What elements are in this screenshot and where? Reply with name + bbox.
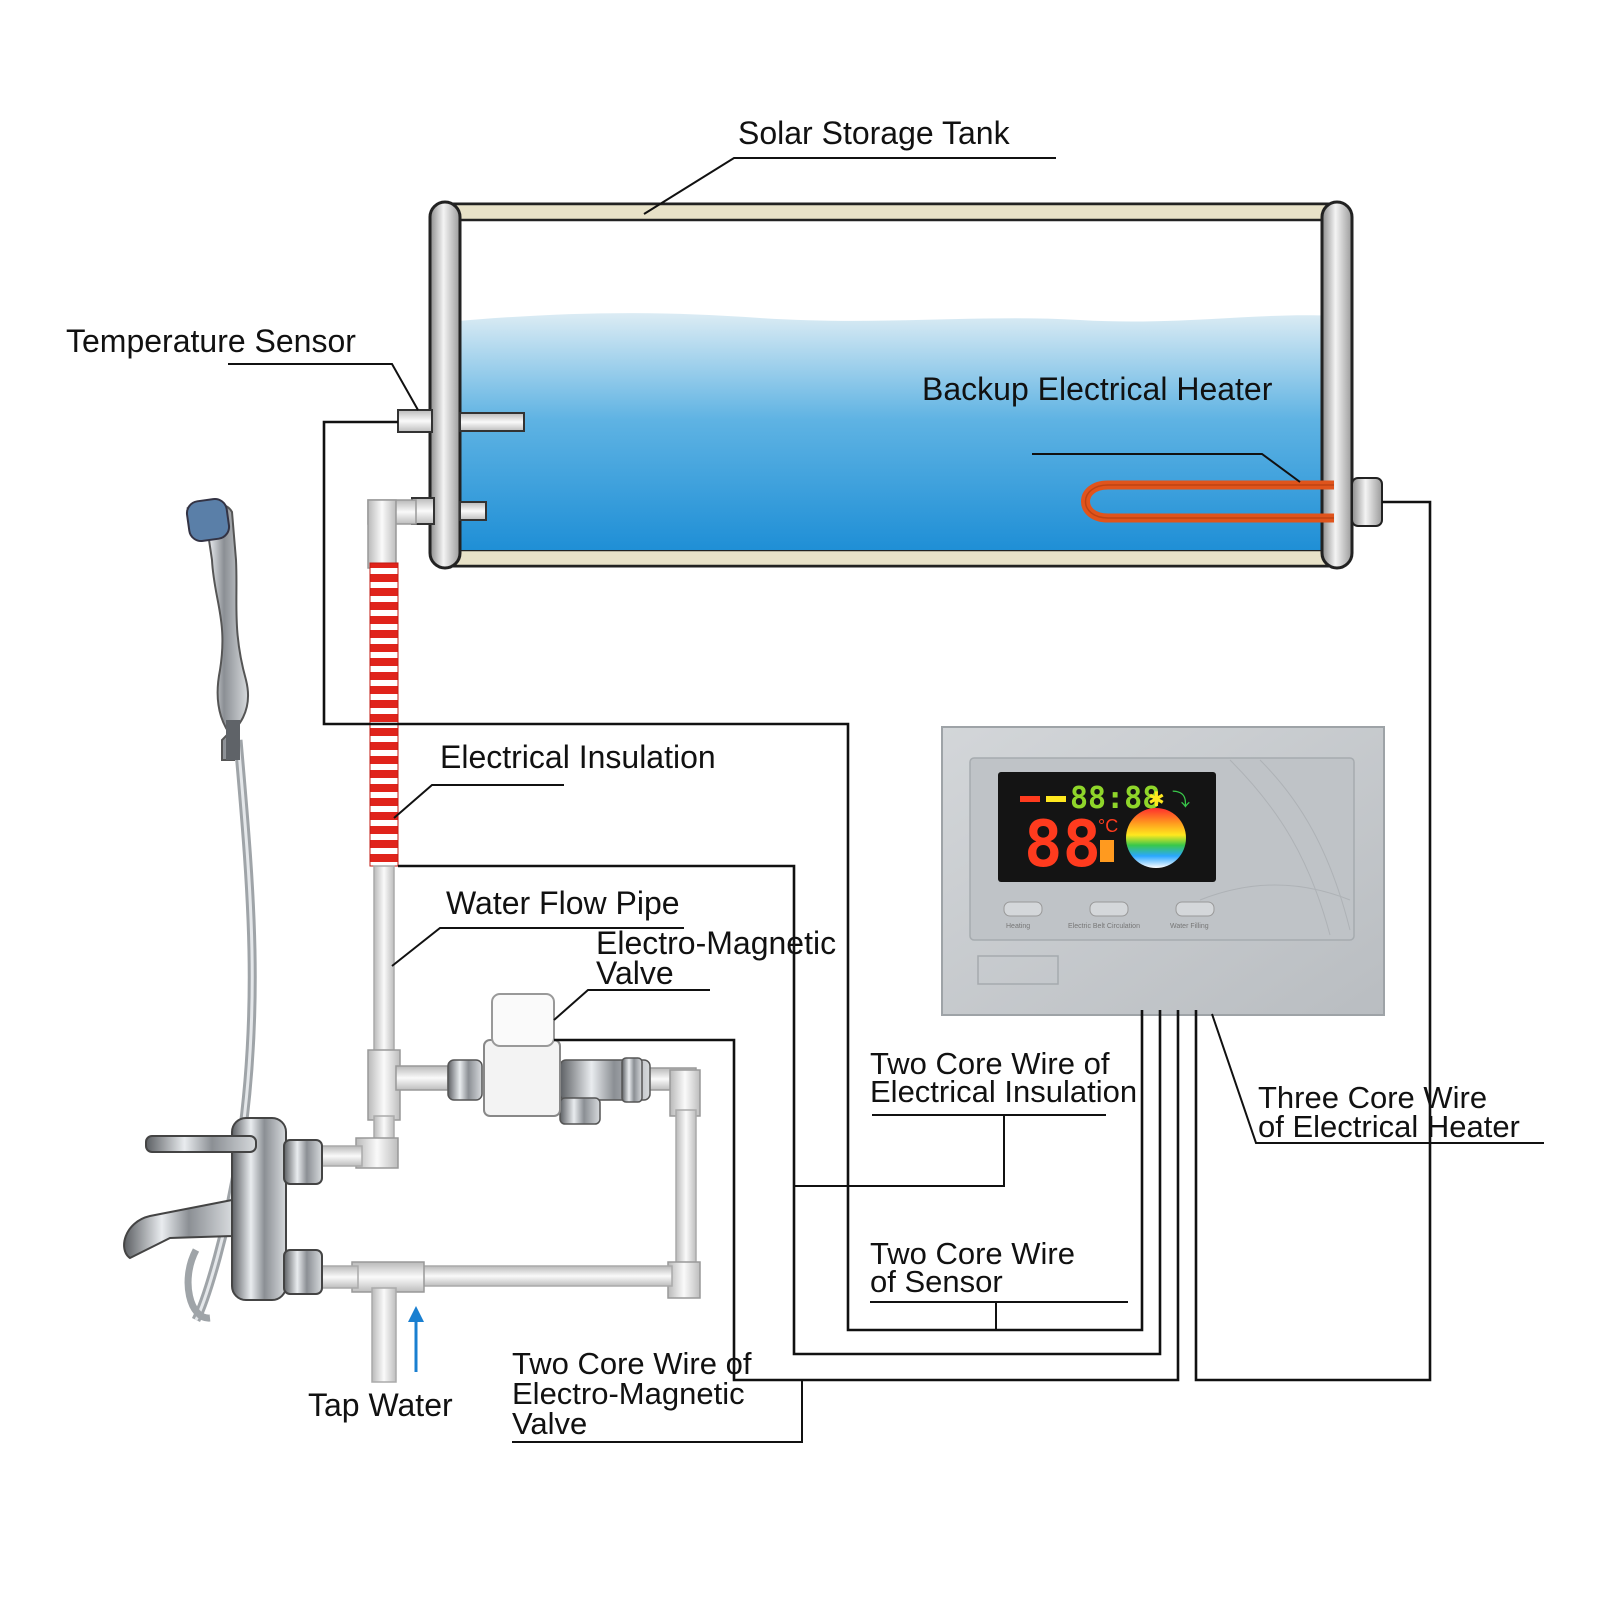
label-two-core-sensor-1: Two Core Wire [870,1236,1075,1271]
label-two-core-insulation-1: Two Core Wire of [870,1046,1110,1081]
controller-button-water-filling-label: Water Filling [1170,923,1209,930]
water-level-gauge [1126,808,1186,868]
label-solar-storage-tank: Solar Storage Tank [738,115,1011,151]
controller-button-heating-label: Heating [1006,923,1030,930]
solar-storage-tank [428,200,1383,570]
label-three-core-heater-1: Three Core Wire [1258,1080,1487,1115]
label-water-flow-pipe: Water Flow Pipe [446,885,680,921]
shower-mixer-tap [123,497,323,1323]
controller-temperature-unit: °C [1098,816,1118,836]
wiring [322,420,1432,1382]
tank-water [446,313,1334,550]
sun-icon: ✱ [1148,789,1165,811]
label-electro-magnetic-valve-2: Valve [596,955,674,991]
controller-button-circulation[interactable] [1089,901,1129,917]
tap-icon: ⤵ [1172,790,1190,810]
label-backup-electrical-heater: Backup Electrical Heater [922,371,1273,407]
label-two-core-valve-3: Valve [512,1406,587,1441]
label-tap-water: Tap Water [308,1387,453,1423]
label-electro-magnetic-valve-1: Electro-Magnetic [596,925,836,961]
label-two-core-insulation-2: Electrical Insulation [870,1074,1137,1109]
water-flow-pipe [317,499,701,1383]
solar-controller: 88:88 ✱ ⤵ 88 °C Heating Electric Belt Ci… [941,726,1385,1016]
tank-left-cap [428,200,462,570]
temperature-sensor [397,409,525,433]
tap-water-arrow-icon [408,1306,424,1372]
controller-display-temperature: 88 [1024,808,1101,882]
labels: Solar Storage Tank Temperature Sensor Ba… [66,115,1520,1441]
label-electrical-insulation: Electrical Insulation [440,739,716,775]
electrical-insulation-sleeve [369,562,399,867]
controller-button-heating[interactable] [1003,901,1043,917]
label-two-core-sensor-2: of Sensor [870,1264,1003,1299]
controller-button-circulation-label: Electric Belt Circulation [1068,923,1140,930]
label-temperature-sensor: Temperature Sensor [66,323,356,359]
heater-terminal [1351,477,1383,527]
label-two-core-valve-1: Two Core Wire of [512,1346,752,1381]
backup-heater-element [1081,480,1334,523]
controller-button-water-filling[interactable] [1175,901,1215,917]
label-three-core-heater-2: of Electrical Heater [1258,1109,1520,1144]
tank-outlet [411,497,487,525]
leader-lines [228,157,1544,1443]
tank-right-cap [1320,200,1354,570]
electro-magnetic-valve [447,993,651,1125]
label-two-core-valve-2: Electro-Magnetic [512,1376,745,1411]
